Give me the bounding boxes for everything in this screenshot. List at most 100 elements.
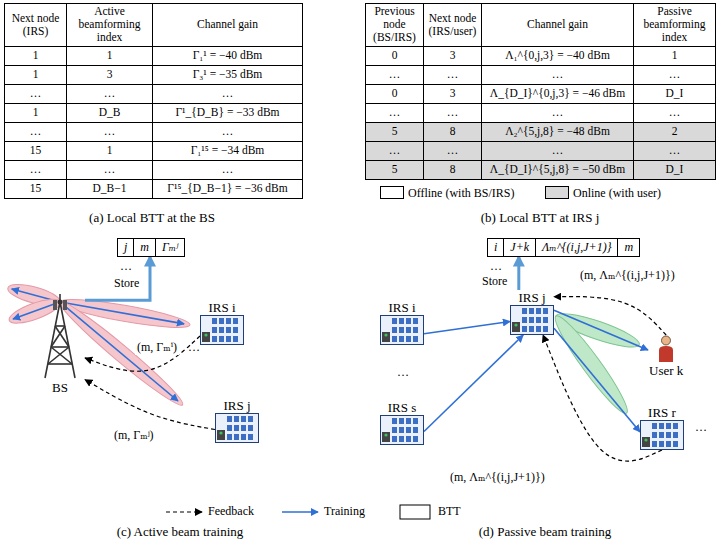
table-cell: … <box>424 141 482 160</box>
node-label: IRS i <box>207 300 236 315</box>
btt-cell: m <box>133 238 156 257</box>
irs-icon <box>200 315 244 345</box>
user-icon <box>656 335 676 363</box>
table-value: 3 <box>450 87 456 99</box>
table-value: Λ_{D_I}^{5,j,8} = −50 dBm <box>490 163 625 175</box>
node-label: IRS s <box>387 400 418 415</box>
table-value: … <box>104 125 116 137</box>
subfigure-caption-box: (d) Passive beam training <box>415 524 675 540</box>
table-value: 15 <box>30 144 42 156</box>
subfigure-caption: (b) Local BTT at IRS j <box>481 210 600 225</box>
table-cell: … <box>366 141 424 160</box>
table-value: 1 <box>672 49 678 61</box>
btt-table: Next node (IRS)Active beamforming indexC… <box>4 3 303 199</box>
table-value: … <box>389 144 401 156</box>
table-cell: 1 <box>5 65 67 84</box>
table-cell: … <box>5 160 67 179</box>
column-header: Channel gain <box>197 18 258 30</box>
table-value: … <box>447 106 459 118</box>
legend-item: Feedback <box>208 504 254 518</box>
irs-icon <box>380 315 424 345</box>
table-value: 8 <box>450 125 456 137</box>
table-cell: 15 <box>5 179 67 198</box>
base-station: BS <box>35 292 85 395</box>
table-value: … <box>447 144 459 156</box>
legend-text: Offline (with BS/IRS) <box>408 186 514 200</box>
table-value: … <box>447 68 459 80</box>
table-cell: … <box>634 65 716 84</box>
table-cell: 0 <box>366 46 424 65</box>
column-header: Next node (IRS/user) <box>429 12 477 37</box>
table-value: … <box>104 87 116 99</box>
ellipsis-box: … <box>397 365 409 379</box>
table-cell: 0 <box>366 84 424 103</box>
table-cell: 3 <box>67 65 153 84</box>
btt-entry: jmΓₘʲ <box>118 238 185 257</box>
table-row: 11Γ₁¹ = −40 dBm <box>5 46 303 65</box>
ellipsis-box: … <box>490 259 502 273</box>
table-header-cell: Next node (IRS/user) <box>424 4 482 47</box>
table-row: ………… <box>366 103 716 122</box>
subfigure-caption: (a) Local BTT at the BS <box>89 210 215 225</box>
table-header-cell: Channel gain <box>153 4 303 47</box>
node-label: IRS j <box>222 398 251 413</box>
btt-table-box: Previous node (BS/IRS)Next node (IRS/use… <box>365 3 716 180</box>
irs-icon <box>380 415 424 445</box>
legend-swatch <box>380 186 404 199</box>
btt-table: Previous node (BS/IRS)Next node (IRS/use… <box>365 3 716 180</box>
legend-text: Feedback <box>208 504 254 518</box>
table-row: 15D_B−1Γ¹⁵_{D_B−1} = −36 dBm <box>5 179 303 198</box>
table-row: ……… <box>5 160 303 179</box>
table-value: Λ₁^{0,j,3} = −40 dBm <box>505 49 610 61</box>
table-value: Γ₁¹ = −40 dBm <box>193 49 263 61</box>
edge-label-box: Store <box>480 274 509 289</box>
subfigure-caption-box: (a) Local BTT at the BS <box>4 210 300 226</box>
ellipsis: … <box>695 420 707 434</box>
table-value: … <box>389 106 401 118</box>
table-row: ………… <box>366 65 716 84</box>
table-cell: 5 <box>366 122 424 141</box>
table-cell: … <box>634 103 716 122</box>
column-header: Next node (IRS) <box>12 12 60 37</box>
table-header-cell: Previous node (BS/IRS) <box>366 4 424 47</box>
btt-cell: J+k <box>503 238 536 257</box>
table-cell: 3 <box>424 46 482 65</box>
table-value: 8 <box>450 163 456 175</box>
table-cell: Γ¹⁵_{D_B−1} = −36 dBm <box>153 179 303 198</box>
table-cell: D_B <box>67 103 153 122</box>
table-value: … <box>104 163 116 175</box>
edge-label: (m, Λₘ^{(i,j,J+1)}) <box>450 470 545 484</box>
irs-icon <box>640 420 684 450</box>
subfigure-caption: (d) Passive beam training <box>479 524 612 539</box>
node-label: IRS r <box>647 405 677 420</box>
table-value: Γ₃¹ = −35 dBm <box>193 68 263 80</box>
btt-entry: iJ+kΛₘ^{(i,j,J+1)}m <box>488 238 640 257</box>
table-header-cell: Next node (IRS) <box>5 4 67 47</box>
feedback-arrow <box>554 297 666 335</box>
table-cell: Γ₁¹⁵ = −34 dBm <box>153 141 303 160</box>
btt-cell: Λₘ^{(i,j,J+1)} <box>535 238 618 257</box>
table-cell: … <box>366 103 424 122</box>
edge-label: (m, Λₘ^{(i,j,J+1)}) <box>580 268 675 282</box>
table-value: Γ¹_{D_B} = −33 dBm <box>175 106 279 118</box>
user-terminal: User k <box>648 335 684 378</box>
table-cell: 1 <box>67 46 153 65</box>
legend-text: Online (with user) <box>573 186 661 200</box>
table-cell: … <box>482 141 634 160</box>
legend-item: Training <box>324 504 365 518</box>
table-cell: 2 <box>634 122 716 141</box>
node-label: User k <box>648 363 684 378</box>
legend-swatch <box>545 186 569 199</box>
table-cell: Γ₁¹ = −40 dBm <box>153 46 303 65</box>
table-value: 0 <box>392 49 398 61</box>
table-value: 0 <box>392 87 398 99</box>
edge-label-box: (m, Γₘʲ) <box>112 428 156 443</box>
legend-item: BTT <box>438 504 461 518</box>
table-value: … <box>552 68 564 80</box>
table-cell: … <box>482 103 634 122</box>
table-value: … <box>669 68 681 80</box>
irs-panel: IRS i <box>380 300 424 345</box>
table-row: ……… <box>5 84 303 103</box>
irs-panel: IRS j <box>215 398 259 443</box>
